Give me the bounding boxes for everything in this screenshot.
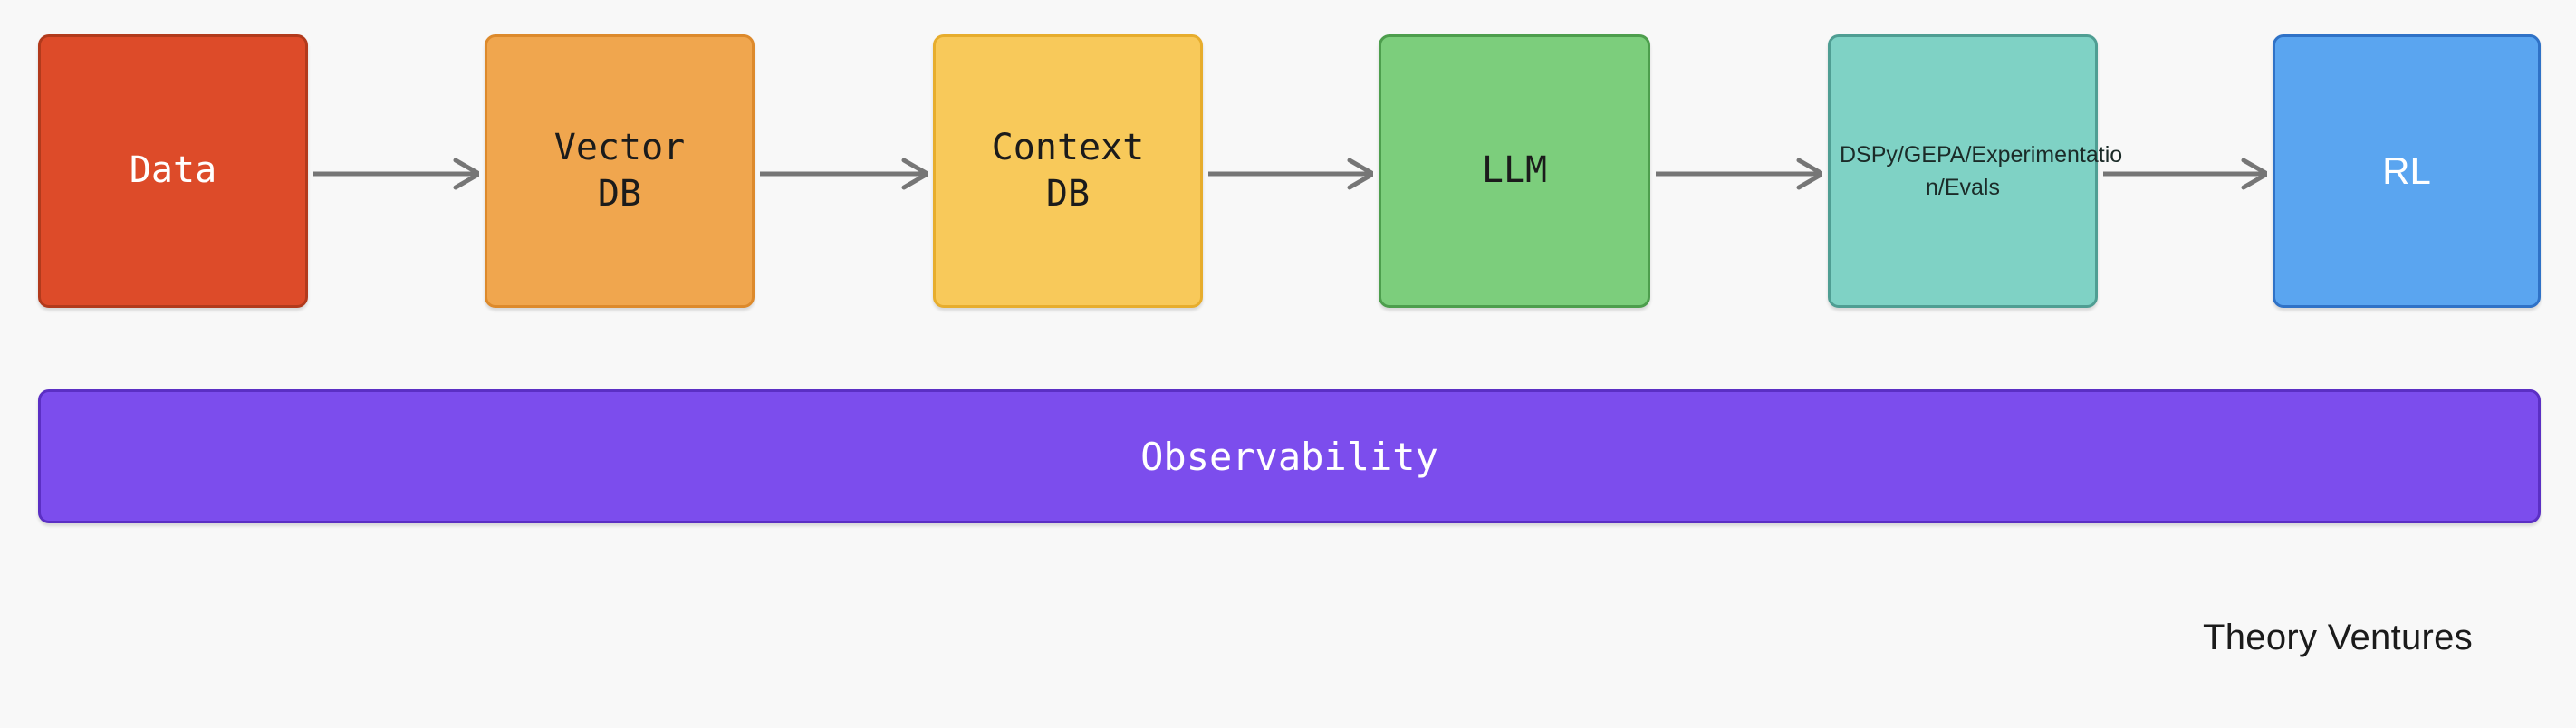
node-context-db-label-line-2: DB xyxy=(1045,173,1091,215)
node-context-db-label-line-1: Context xyxy=(991,126,1145,168)
node-vector-db-label-wrap: Vector DB xyxy=(487,125,752,217)
attribution-text: Theory Ventures xyxy=(2203,618,2473,657)
observability-label: Observability xyxy=(1140,434,1438,479)
node-dspy-gepa-label-wrap: DSPy/GEPA/Experimentatio n/Evals xyxy=(1831,139,2123,205)
node-dspy-gepa-label-line-1: DSPy/GEPA/Experimentatio xyxy=(1840,141,2123,168)
node-data[interactable]: Data xyxy=(38,34,308,308)
node-rl[interactable]: RL xyxy=(2273,34,2541,308)
node-llm[interactable]: LLM xyxy=(1379,34,1650,308)
arrow-vector-db-to-context-db xyxy=(760,156,928,192)
node-vector-db-label-line-1: Vector xyxy=(553,126,686,168)
node-context-db[interactable]: Context DB xyxy=(933,34,1203,308)
node-llm-label-wrap: LLM xyxy=(1381,148,1648,194)
node-vector-db[interactable]: Vector DB xyxy=(485,34,755,308)
node-data-label-wrap: Data xyxy=(41,148,305,194)
node-data-label-line-1: Data xyxy=(129,149,217,192)
arrow-context-db-to-llm xyxy=(1208,156,1373,192)
node-dspy-gepa[interactable]: DSPy/GEPA/Experimentatio n/Evals xyxy=(1828,34,2123,308)
node-vector-db-label-line-2: DB xyxy=(597,173,642,215)
node-context-db-label-wrap: Context DB xyxy=(936,125,1200,217)
observability-band[interactable]: Observability xyxy=(38,389,2541,523)
arrow-dspy-gepa-to-rl xyxy=(2103,156,2267,192)
node-dspy-gepa-label-line-2: n/Evals xyxy=(1926,175,2000,200)
node-rl-label-wrap: RL xyxy=(2275,148,2538,194)
node-rl-label-line-1: RL xyxy=(2382,148,2431,192)
arrow-data-to-vector-db xyxy=(313,156,479,192)
node-llm-label-line-1: LLM xyxy=(1481,149,1548,192)
arrow-llm-to-dspy-gepa xyxy=(1656,156,1822,192)
